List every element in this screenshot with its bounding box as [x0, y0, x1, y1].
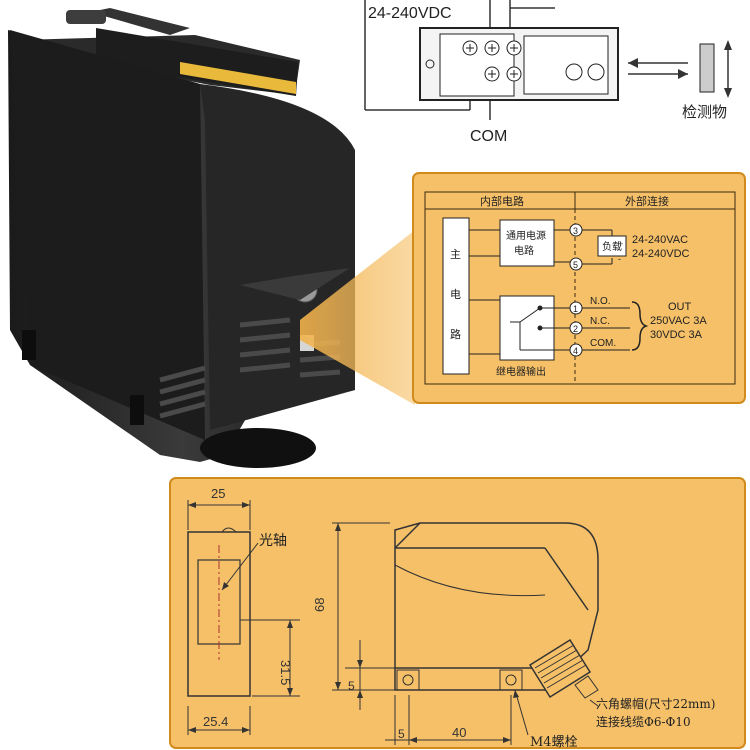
terminal-3: 3	[573, 226, 578, 236]
relay-output-label: 继电器输出	[496, 365, 546, 378]
dim-height-total: 68	[312, 598, 327, 612]
sensor-photo	[8, 8, 355, 468]
main-circuit-char-3: 路	[450, 328, 461, 341]
external-connection-title: 外部连接	[625, 194, 669, 208]
com-label: COM	[470, 128, 507, 145]
terminal-block	[419, 27, 619, 101]
no-label: N.O.	[590, 296, 611, 307]
bolt-label: M4螺栓	[530, 735, 578, 750]
dim-width-top: 25	[211, 486, 225, 501]
wiring-diagram: 24-240VDC COM	[364, 0, 732, 145]
power-block-line1: 通用电源	[506, 229, 546, 242]
terminal-4: 4	[573, 346, 578, 356]
circuit-panel: 内部电路 外部连接 主 电 路 通用电源 电路	[412, 172, 746, 404]
internal-circuit-title: 内部电路	[480, 194, 524, 208]
terminal-1: 1	[573, 304, 578, 314]
arrow-icon	[628, 58, 688, 79]
nc-label: N.C.	[590, 316, 610, 327]
power-block-line2: 电路	[514, 244, 534, 257]
hex-nut-icon	[528, 638, 599, 699]
out-rating-dc: 30VDC 3A	[650, 329, 703, 341]
object-label: 检测物	[682, 104, 727, 121]
plus-sign: +	[618, 239, 623, 249]
detected-object-icon	[699, 43, 715, 93]
dim-base-offset: 5	[348, 679, 355, 693]
callout-beam	[300, 230, 415, 405]
dc-voltage-label: 24-240VDC	[632, 248, 690, 260]
main-circuit-char-2: 电	[450, 288, 461, 301]
out-label: OUT	[668, 301, 692, 313]
main-circuit-char-1: 主	[450, 248, 461, 261]
com-terminal-label: COM.	[590, 338, 616, 349]
dim-width-bottom: 25.4	[203, 714, 228, 729]
optical-axis-label: 光轴	[259, 533, 287, 549]
ac-voltage-label: 24-240VAC	[632, 234, 688, 246]
terminal-2: 2	[573, 324, 578, 334]
hex-nut-label: 六角螺帽(尺寸22mm)	[596, 696, 715, 711]
terminal-5: 5	[573, 260, 578, 270]
dim-height-offset: 31.5	[278, 660, 293, 685]
dim-edge-offset: 5	[398, 727, 405, 741]
dim-hole-spacing: 40	[452, 725, 466, 740]
brace-icon	[631, 301, 649, 351]
minus-sign: -	[618, 254, 621, 264]
cable-label: 连接线缆Φ6-Φ10	[596, 714, 691, 729]
dimension-panel: 25 光轴 25.4 31.5	[169, 477, 746, 750]
out-rating-ac: 250VAC 3A	[650, 315, 707, 327]
voltage-label: 24-240VDC	[368, 5, 452, 22]
load-label: 负载	[602, 240, 622, 253]
